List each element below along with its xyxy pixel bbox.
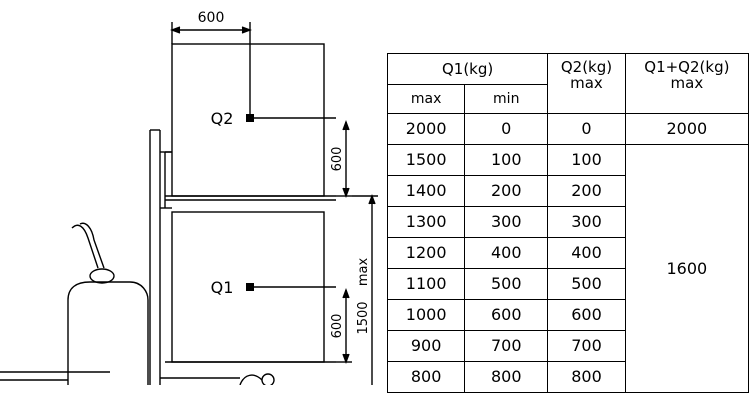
top-width-label: 600: [198, 10, 225, 26]
q1-min-cell: 500: [464, 268, 549, 300]
roller-wheel: [261, 373, 275, 385]
mast-height-label: 1500: [356, 301, 371, 334]
table-row: 900 700 700: [386, 330, 749, 362]
table-row: 2000 0 0 2000: [386, 113, 749, 145]
q2-max-cell: 0: [547, 113, 626, 145]
q2-max-cell: 500: [547, 268, 626, 300]
width-arrow-right: [241, 26, 252, 34]
q1-max-cell: 900: [386, 330, 466, 362]
q1-label: Q1: [211, 278, 234, 297]
q1-height-arrow-bottom: [342, 353, 350, 364]
q1-min-cell: 100: [464, 144, 549, 176]
subheader-max: max: [386, 84, 466, 114]
truck-body: [67, 281, 149, 385]
capacity-table: Q1(kg) Q2(kg) max Q1+Q2(kg) max max min …: [386, 53, 749, 393]
header-total-sub: max: [670, 73, 704, 92]
header-q1: Q1(kg): [386, 53, 549, 85]
header-total: Q1+Q2(kg) max: [624, 53, 749, 114]
q1-max-cell: 1100: [386, 268, 466, 300]
tiller-knob: [89, 268, 115, 284]
q2-max-cell: 400: [547, 237, 626, 269]
header-q2-sub: max: [570, 73, 603, 92]
q1-height-arrow-top: [342, 288, 350, 299]
q2-height-arrow-bottom: [342, 187, 350, 198]
q1-min-cell: 700: [464, 330, 549, 362]
q2-height-arrow-top: [342, 120, 350, 131]
wheel-hint: [239, 374, 263, 385]
subheader-min: min: [464, 84, 549, 114]
q1-max-cell: 2000: [386, 113, 466, 145]
header-q2: Q2(kg) max: [547, 53, 626, 114]
q2-height-label: 600: [330, 147, 345, 172]
table-row: 1200 400 400: [386, 237, 749, 269]
header-q2-title: Q2(kg): [560, 58, 613, 76]
q1-height-label: 600: [330, 314, 345, 339]
q1-max-cell: 1000: [386, 299, 466, 331]
q2-max-cell: 700: [547, 330, 626, 362]
tiller-handle: [71, 224, 99, 269]
merged-total-cell: 1600: [624, 144, 749, 393]
table-row: 1000 600 600: [386, 299, 749, 331]
q2-max-cell: 300: [547, 206, 626, 238]
q2-max-cell: 200: [547, 175, 626, 207]
q2-max-cell: 800: [547, 361, 626, 393]
q1-max-cell: 1200: [386, 237, 466, 269]
width-arrow-left: [170, 26, 181, 34]
table-row: 1500 100 100 1600: [386, 144, 749, 393]
header-total-title: Q1+Q2(kg): [644, 58, 730, 76]
q1-min-cell: 200: [464, 175, 549, 207]
mast-height-arrow-top: [368, 194, 376, 205]
table-row: 1400 200 200: [386, 175, 749, 207]
q2-label: Q2: [211, 109, 234, 128]
q1-min-cell: 0: [464, 113, 549, 145]
q2-max-cell: 600: [547, 299, 626, 331]
mast-height-suffix: max: [356, 258, 371, 287]
q1-min-cell: 800: [464, 361, 549, 393]
tiller-handle-inner: [79, 222, 105, 269]
total-cell: 2000: [624, 113, 749, 145]
q1-min-cell: 300: [464, 206, 549, 238]
stacker-diagram: 600 Q2 Q1 600 600 1500 max: [0, 10, 378, 385]
q1-min-cell: 600: [464, 299, 549, 331]
q2-cg-mark: [246, 114, 254, 122]
q2-max-cell: 100: [547, 144, 626, 176]
q1-max-cell: 1400: [386, 175, 466, 207]
q1-max-cell: 1500: [386, 144, 466, 176]
q1-max-cell: 1300: [386, 206, 466, 238]
q1-max-cell: 800: [386, 361, 466, 393]
q1-min-cell: 400: [464, 237, 549, 269]
q1-cg-mark: [246, 283, 254, 291]
